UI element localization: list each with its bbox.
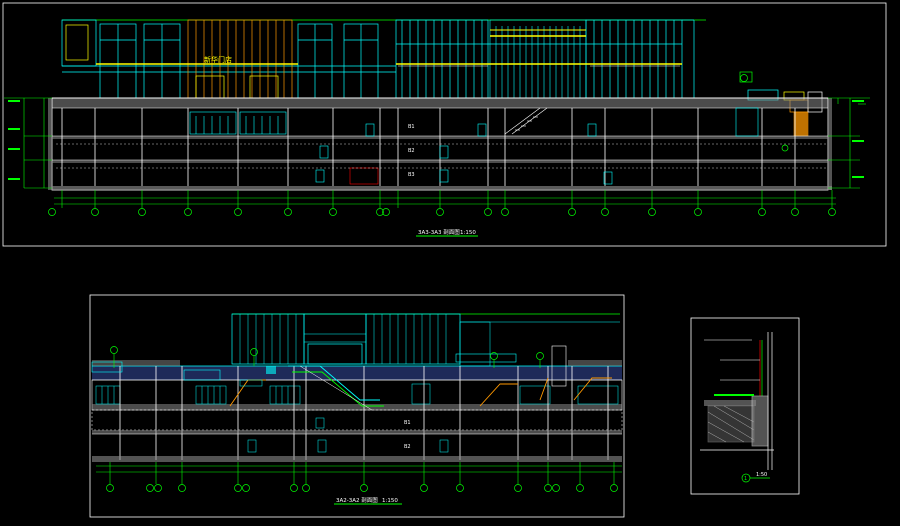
drawing-title-text: 3A3-3A3 剖面图 — [418, 228, 460, 236]
room-label: B1 — [408, 124, 415, 130]
section-drawing-bottom: B1 B2 — [89, 294, 625, 518]
drawing-scale-text: 1:150 — [460, 230, 476, 236]
room-label: B3 — [408, 172, 415, 178]
mezzanine — [91, 345, 622, 387]
room-label: B2 — [408, 148, 415, 154]
room-label: B2 — [404, 444, 411, 450]
detail-index-number: 1 — [744, 476, 747, 482]
section-drawing-top: 新华门店 — [2, 2, 887, 247]
detail-scale-text: 1:50 — [756, 472, 767, 478]
axis-grid-top — [4, 74, 870, 216]
escalators — [229, 365, 612, 411]
upper-facade — [231, 313, 620, 367]
drawing-title-text: 3A2-3A2 剖面图 — [336, 496, 378, 504]
middle-floor — [91, 366, 623, 460]
drawing-title-bottom: 3A2-3A2 剖面图 1:150 — [334, 496, 402, 505]
lower-floor — [91, 409, 623, 462]
drawing-title-top: 3A3-3A3 剖面图 1:150 — [416, 228, 478, 237]
level-marks-top — [8, 100, 864, 180]
drawing-frame-bottom — [89, 294, 625, 518]
basement-structure — [48, 97, 832, 191]
room-label: B1 — [404, 420, 411, 426]
detail-drawing: 1 1:50 — [690, 317, 800, 495]
drawing-frame-top — [2, 2, 887, 247]
store-sign-text: 新华门店 — [204, 55, 232, 64]
drawing-frame-detail — [690, 317, 800, 495]
facade-elevation — [61, 19, 823, 137]
drawing-scale-text: 1:150 — [382, 498, 398, 504]
ground-slab — [52, 98, 828, 108]
axis-grid-bottom — [96, 346, 622, 492]
